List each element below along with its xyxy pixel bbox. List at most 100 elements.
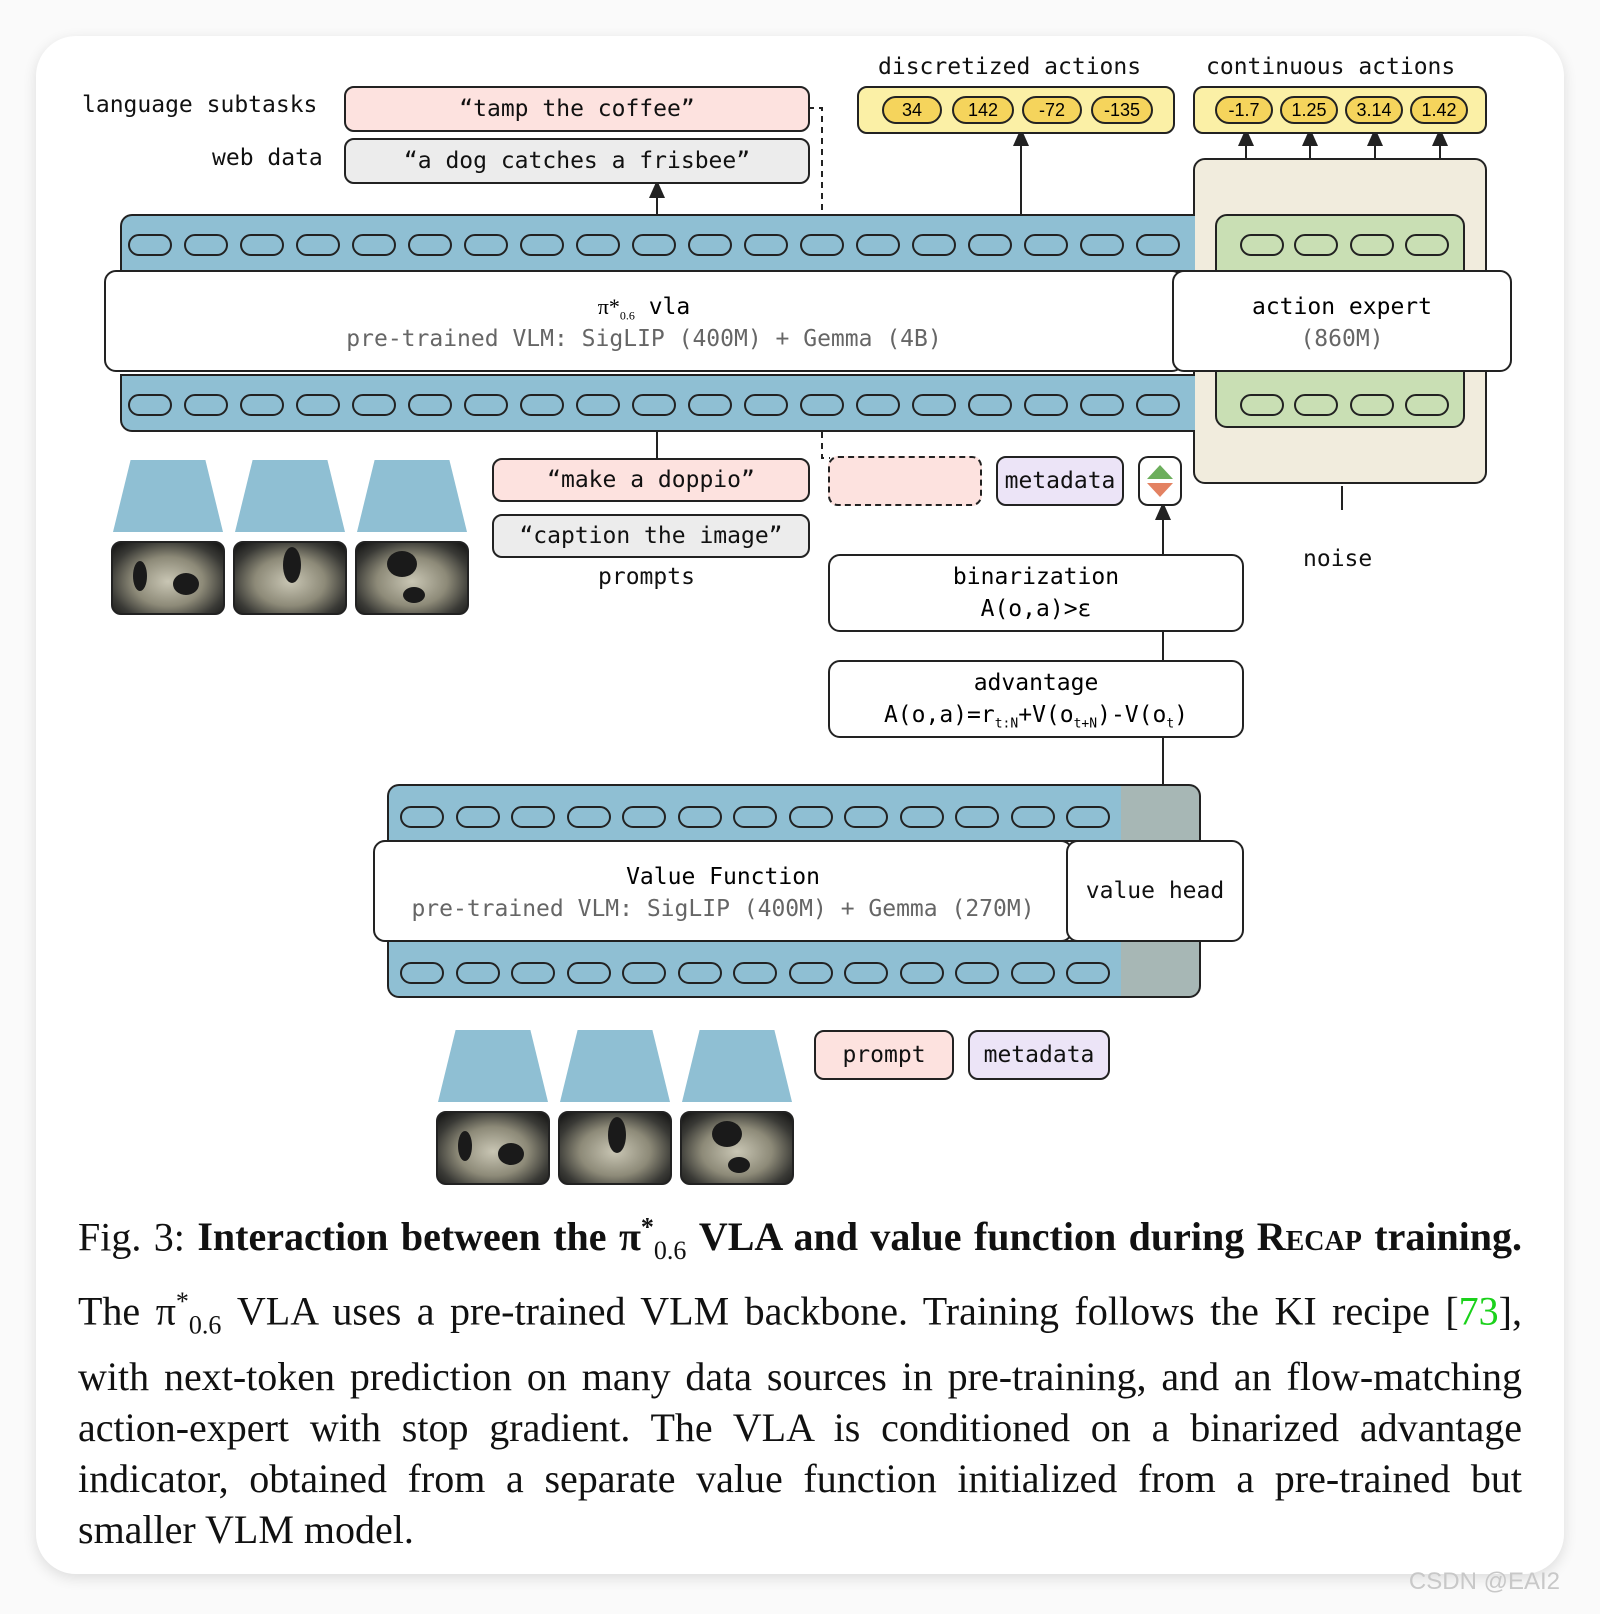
caption-recap: Recap	[1256, 1214, 1362, 1260]
action-expert-size: (860M)	[1300, 326, 1384, 352]
vla-input-token	[800, 394, 844, 416]
advantage-formula-part-2: +V(o	[1018, 702, 1074, 728]
caption-fig-label: Fig. 3:	[78, 1214, 185, 1260]
continuous-action-2: 1.25	[1280, 96, 1338, 124]
value-input-token	[1066, 962, 1110, 984]
action-expert-token	[1240, 394, 1284, 416]
vla-output-token	[296, 234, 340, 256]
vla-output-token	[520, 234, 564, 256]
advantage-indicator-icon	[1138, 456, 1182, 506]
language-subtasks-label: language subtasks	[82, 92, 318, 118]
action-expert-title: action expert	[1251, 294, 1432, 320]
advantage-formula: A(o,a)=rt:N+V(ot+N)-V(ot)	[830, 702, 1242, 732]
vla-output-token	[688, 234, 732, 256]
caption-text-1: The π	[78, 1288, 176, 1334]
vla-camera-encoder-2	[235, 460, 345, 532]
advantage-formula-sub-2: t+N	[1073, 716, 1098, 732]
vla-output-token	[464, 234, 508, 256]
action-expert-token	[1240, 234, 1284, 256]
caption-bold-sub: 0.6	[653, 1236, 687, 1266]
advantage-indicator-slot	[828, 456, 982, 506]
caption-training: training.	[1374, 1214, 1523, 1260]
discretized-action-4: -135	[1091, 96, 1153, 124]
value-output-token	[677, 806, 722, 828]
value-output-token	[844, 806, 888, 828]
vla-input-token	[1136, 394, 1180, 416]
vla-input-token	[688, 394, 732, 416]
advantage-formula-part-3: )-V(o	[1097, 702, 1167, 728]
vla-camera-image-1	[111, 541, 225, 615]
vla-output-token	[240, 234, 284, 256]
continuous-action-3: 3.14	[1345, 96, 1403, 124]
caption-bold-sup: *	[640, 1213, 654, 1242]
vla-output-token	[632, 234, 676, 256]
vla-input-token	[744, 394, 788, 416]
binarization-title: binarization	[952, 564, 1120, 590]
vla-output-token	[352, 234, 396, 256]
caption-text-sup: *	[175, 1287, 189, 1317]
vla-output-token	[912, 234, 956, 256]
vla-input-token	[912, 394, 956, 416]
vla-output-token	[576, 234, 620, 256]
value-input-token	[844, 962, 888, 984]
value-output-token	[1066, 806, 1110, 828]
advantage-formula-sub-3: t	[1166, 716, 1175, 732]
value-function-box: Value Function pre-trained VLM: SigLIP (…	[373, 840, 1073, 942]
vla-metadata-box: metadata	[996, 456, 1124, 506]
vla-title-sub: 0.6	[619, 308, 635, 323]
value-function-title: Value Function	[626, 864, 820, 890]
vla-camera-encoder-3	[357, 460, 467, 532]
continuous-action-1: -1.7	[1215, 96, 1273, 124]
value-input-token	[955, 962, 999, 984]
value-camera-encoder-1	[438, 1030, 548, 1102]
vla-output-token	[744, 234, 788, 256]
binarization-formula: A(o,a)>ε	[980, 596, 1092, 622]
vla-camera-encoder-1	[113, 460, 223, 532]
action-expert-token	[1350, 394, 1394, 416]
value-output-token	[788, 806, 833, 828]
continuous-actions-label: continuous actions	[1206, 54, 1456, 80]
vla-box: π*0.6 vla pre-trained VLM: SigLIP (400M)…	[104, 270, 1184, 372]
make-a-doppio-box: “make a doppio”	[492, 458, 810, 502]
value-head-box: value head	[1066, 840, 1244, 942]
value-metadata-box: metadata	[968, 1030, 1110, 1080]
action-expert-box: action expert (860M)	[1172, 270, 1512, 372]
value-function-subtitle: pre-trained VLM: SigLIP (400M) + Gemma (…	[411, 896, 1035, 922]
vla-output-token	[1024, 234, 1068, 256]
action-expert-token	[1294, 394, 1338, 416]
value-output-token	[733, 806, 777, 828]
binarization-box: binarization A(o,a)>ε	[828, 554, 1244, 632]
action-expert-token	[1405, 394, 1449, 416]
value-output-token	[511, 806, 555, 828]
vla-input-token	[576, 394, 620, 416]
action-expert-token	[1350, 234, 1394, 256]
value-input-token	[733, 962, 777, 984]
vla-subtitle: pre-trained VLM: SigLIP (400M) + Gemma (…	[346, 326, 942, 352]
vla-input-token	[296, 394, 340, 416]
vla-input-token	[1024, 394, 1068, 416]
discretized-action-3: -72	[1022, 96, 1082, 124]
value-input-token	[622, 962, 666, 984]
action-expert-token	[1294, 234, 1338, 256]
vla-output-token	[128, 234, 172, 256]
figure-caption: Fig. 3: Interaction between the π*0.6 VL…	[78, 1202, 1522, 1555]
vla-title: π*0.6 vla	[106, 294, 1182, 324]
vla-title-pi: π*	[597, 294, 620, 319]
caption-text-2: VLA uses a pre-trained VLM backbone. Tra…	[236, 1288, 1459, 1334]
vla-input-token	[520, 394, 564, 416]
advantage-formula-part-1: A(o,a)=r	[883, 702, 995, 728]
advantage-title: advantage	[973, 670, 1099, 696]
caption-the-image-box: “caption the image”	[492, 514, 810, 558]
vla-title-rest: vla	[634, 294, 691, 320]
value-camera-encoder-3	[682, 1030, 792, 1102]
dog-frisbee-box: “a dog catches a frisbee”	[344, 138, 810, 184]
tamp-the-coffee-box: “tamp the coffee”	[344, 86, 810, 132]
value-output-token	[899, 806, 944, 828]
vla-input-token	[968, 394, 1012, 416]
vla-input-token	[408, 394, 452, 416]
caption-bold-title: Interaction between the π*0.6 VLA and va…	[197, 1213, 1523, 1265]
value-output-token	[955, 806, 999, 828]
caption-reference-link[interactable]: 73	[1458, 1288, 1499, 1334]
discretized-action-1: 34	[882, 96, 942, 124]
